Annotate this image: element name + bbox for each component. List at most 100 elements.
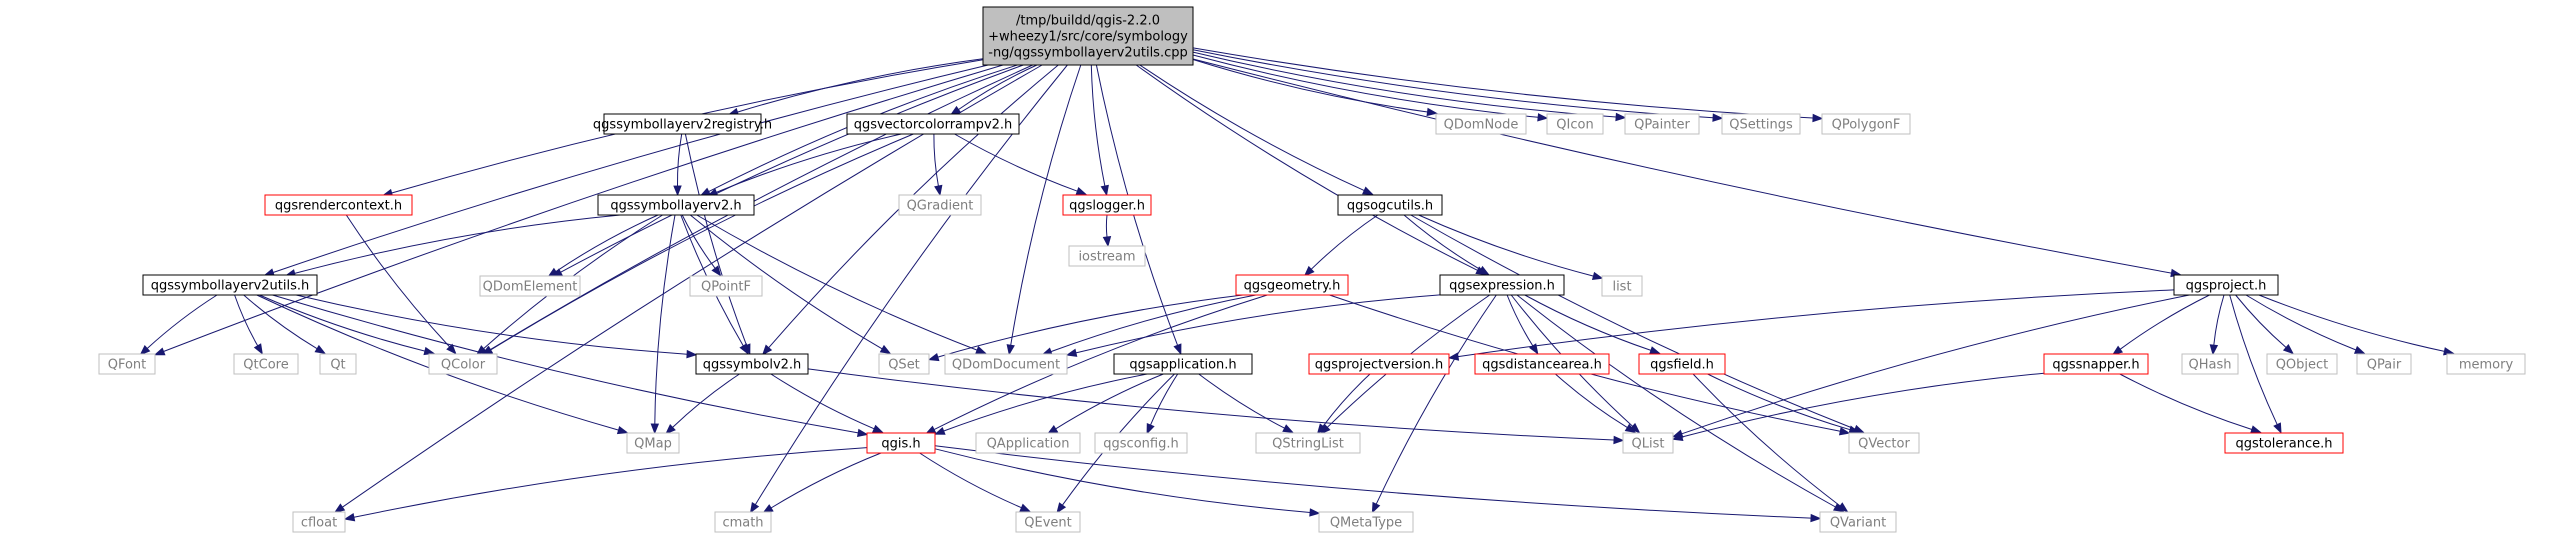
- node-box: [1622, 432, 1674, 454]
- node-symlayer[interactable]: qgssymbollayerv2.h: [597, 194, 755, 216]
- edge-application-to-qstringlist: [1198, 373, 1294, 433]
- node-box: [603, 113, 762, 135]
- edge-registry-to-symbol: [684, 133, 751, 356]
- node-box: [1624, 113, 1700, 135]
- edge-arrowhead: [153, 347, 166, 356]
- edge-project-to-snapper: [2111, 294, 2210, 356]
- edge-geometry-to-qgis: [924, 294, 1268, 435]
- node-box: [1439, 274, 1565, 296]
- edge-qgis-to-cfloat: [343, 447, 868, 522]
- edge-symlayer-to-qdomdoc: [696, 214, 987, 354]
- node-box: [98, 353, 156, 375]
- node-label: QColor: [441, 358, 486, 373]
- node-logger[interactable]: qgslogger.h: [1062, 194, 1152, 216]
- edge-arrowhead: [343, 512, 356, 522]
- node-box: [1255, 432, 1361, 454]
- edge-line: [243, 294, 318, 350]
- edge-expression-to-field: [1524, 294, 1661, 355]
- edge-line: [163, 64, 1004, 352]
- node-tolerance[interactable]: qgstolerance.h: [2224, 432, 2344, 454]
- edge-root-to-logger: [1090, 64, 1109, 197]
- node-label: QEvent: [1024, 516, 1071, 531]
- node-qdomnode: QDomNode: [1435, 113, 1527, 135]
- edge-arrowhead: [333, 503, 346, 514]
- edge-line: [294, 214, 621, 274]
- edge-symbol-to-qmap: [665, 373, 740, 435]
- node-qt: Qt: [319, 353, 357, 375]
- edge-line: [1516, 294, 1836, 508]
- node-vcramp[interactable]: qgsvectorcolorrampv2.h: [846, 113, 1020, 135]
- node-box: [689, 275, 763, 297]
- edge-distarea-to-qlist: [1555, 373, 1637, 434]
- edge-qgis-to-qevent: [919, 452, 1031, 512]
- node-box: [1094, 432, 1188, 454]
- node-renderctx[interactable]: qgsrendercontext.h: [264, 194, 413, 216]
- node-label: qgsvectorcolorrampv2.h: [854, 118, 1013, 133]
- node-geometry[interactable]: qgsgeometry.h: [1235, 274, 1349, 296]
- edge-symlayerutils-to-qtcore: [234, 294, 263, 355]
- node-box: [1435, 113, 1527, 135]
- node-label: QFont: [108, 358, 147, 373]
- node-box: [597, 194, 755, 216]
- node-ogcutils[interactable]: qgsogcutils.h: [1337, 194, 1443, 216]
- edge-arrowhead: [1019, 503, 1031, 512]
- node-symbol[interactable]: qgssymbolv2.h: [695, 353, 809, 375]
- edge-line: [1310, 214, 1379, 270]
- node-label: qgslogger.h: [1069, 199, 1145, 214]
- edge-arrowhead: [2282, 344, 2294, 355]
- node-label: qgssymbollayerv2.h: [610, 199, 741, 214]
- node-expression[interactable]: qgsexpression.h: [1439, 274, 1565, 296]
- node-box: [142, 274, 318, 296]
- node-label: qgssymbollayerv2registry.h: [593, 118, 772, 133]
- edge-line: [2119, 373, 2253, 430]
- node-label: QApplication: [987, 437, 1070, 452]
- node-box: [1819, 511, 1897, 533]
- edge-line: [1681, 372, 2045, 438]
- node-project[interactable]: qgsproject.h: [2173, 274, 2279, 296]
- node-box: [264, 194, 413, 216]
- node-distarea[interactable]: qgsdistancearea.h: [1474, 353, 1610, 375]
- node-root[interactable]: /tmp/buildd/qgis-2.2.0+wheezy1/src/core/…: [982, 6, 1194, 66]
- node-box: [1113, 353, 1253, 375]
- node-field[interactable]: qgsfield.h: [1638, 353, 1726, 375]
- node-box: [1062, 194, 1152, 216]
- node-qpointf: QPointF: [689, 275, 763, 297]
- node-projver[interactable]: qgsprojectversion.h: [1308, 353, 1450, 375]
- node-application[interactable]: qgsapplication.h: [1113, 353, 1253, 375]
- node-label: QPolygonF: [1832, 118, 1901, 133]
- edge-root-to-symlayerutils: [263, 64, 989, 277]
- node-qlist: QList: [1622, 432, 1674, 454]
- node-box: [846, 113, 1020, 135]
- edge-arrowhead: [1006, 344, 1015, 356]
- edge-vcramp-to-qgradient: [933, 133, 943, 197]
- edge-arrowhead: [616, 425, 629, 435]
- edge-line: [1555, 373, 1628, 429]
- node-qapplication: QApplication: [975, 432, 1081, 454]
- node-box: [428, 353, 498, 375]
- node-snapper[interactable]: qgssnapper.h: [2043, 353, 2149, 375]
- edge-line: [1139, 64, 1365, 192]
- edge-application-to-qgis: [933, 373, 1148, 435]
- edge-line: [2245, 294, 2357, 351]
- node-label: QPair: [2367, 358, 2402, 373]
- edge-root-to-qpolygonf: [1192, 47, 1824, 123]
- edge-line: [933, 294, 1268, 431]
- edge-arrowhead: [1309, 508, 1321, 517]
- node-box: [878, 353, 930, 375]
- edge-line: [696, 214, 978, 351]
- node-symlayerutils[interactable]: qgssymbollayerv2utils.h: [142, 274, 318, 296]
- edge-geometry-to-qset: [927, 294, 1243, 362]
- node-label: qgsexpression.h: [1449, 279, 1555, 294]
- node-box: [1601, 275, 1643, 297]
- node-box: [1474, 353, 1610, 375]
- edge-vcramp-to-logger: [954, 133, 1088, 196]
- node-registry[interactable]: qgssymbollayerv2registry.h: [593, 113, 772, 135]
- node-qgis[interactable]: qgis.h: [866, 432, 936, 454]
- node-label: QMetaType: [1330, 516, 1402, 531]
- node-qvariant: QVariant: [1819, 511, 1897, 533]
- edge-arrowhead: [856, 428, 869, 438]
- node-box: [982, 6, 1194, 66]
- edge-line: [1692, 373, 1841, 507]
- edge-arrowhead: [2209, 344, 2219, 356]
- node-qpainter: QPainter: [1624, 113, 1700, 135]
